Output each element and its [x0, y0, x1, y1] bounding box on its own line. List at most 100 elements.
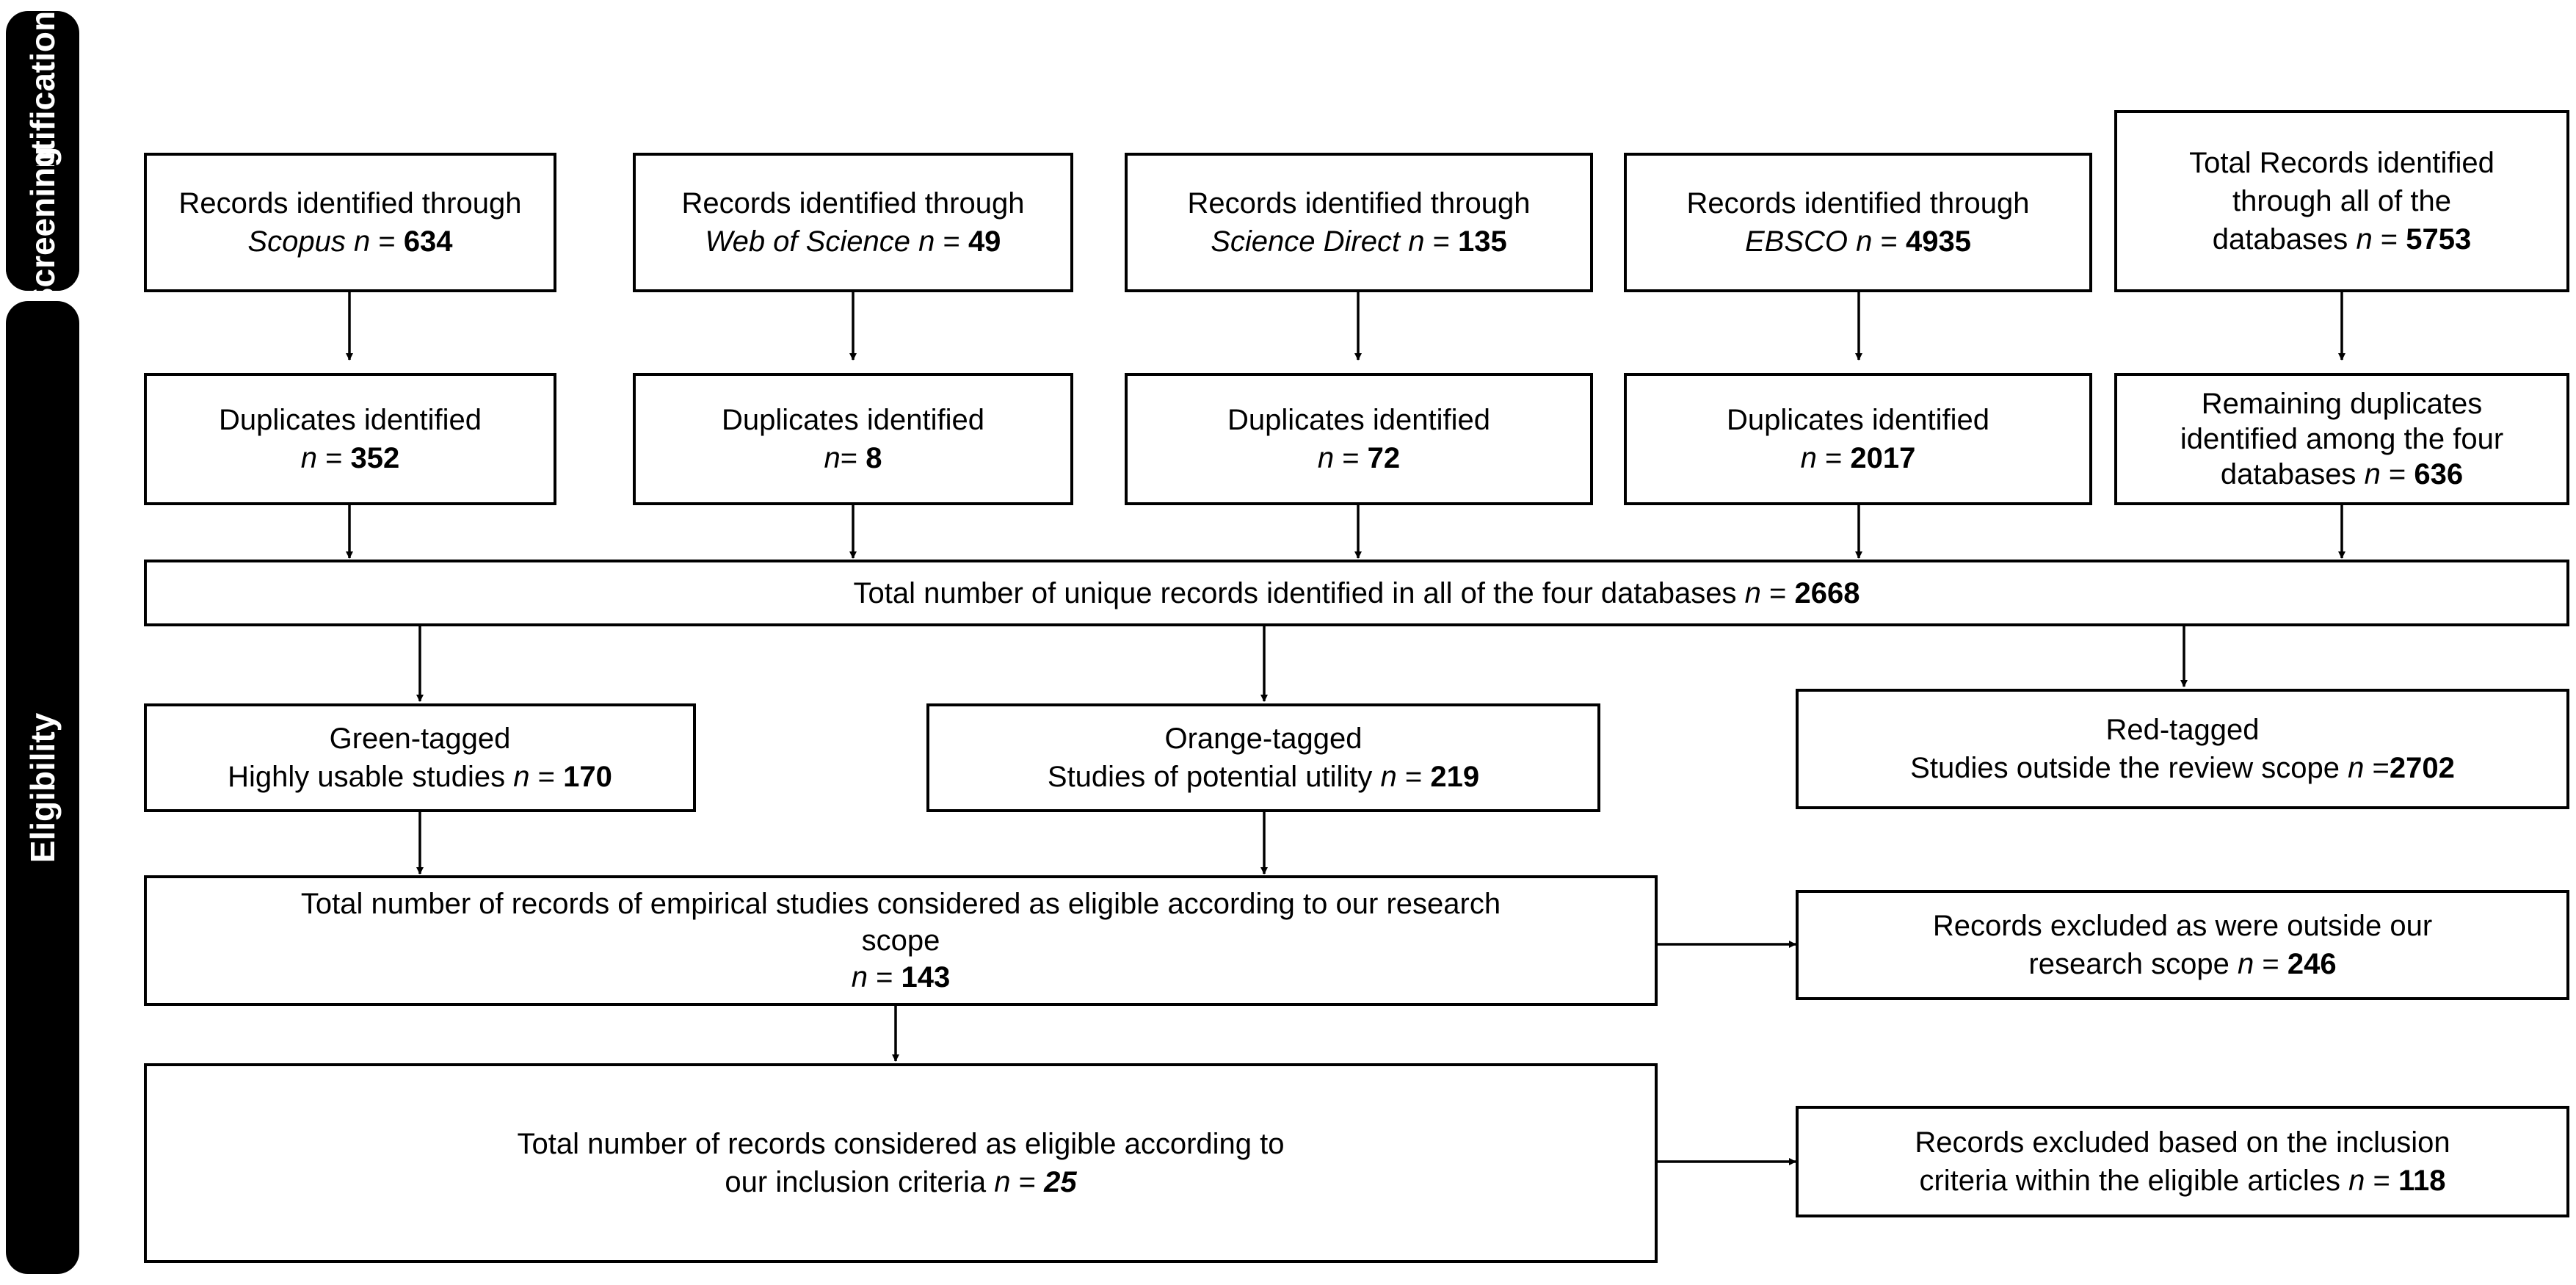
box-final-eligible: Total number of records considered as el… [144, 1063, 1658, 1263]
total-n: n [2356, 223, 2373, 256]
dup-wos-eq: = [840, 442, 866, 474]
excluded-criteria-line2: criteria within the eligible articles [1919, 1165, 2341, 1197]
red-value: 2702 [2389, 752, 2455, 784]
box-dup-scopus: Duplicates identified n = 352 [144, 373, 556, 505]
empirical-value: 143 [901, 961, 951, 993]
excluded-criteria-value: 118 [2398, 1165, 2446, 1197]
dup-scopus-text: Duplicates identified [219, 404, 482, 436]
dup-wos-value: 8 [866, 442, 882, 474]
sd-db: Science Direct [1211, 225, 1401, 258]
dup-remaining-eq: = [2380, 458, 2414, 491]
excluded-scope-line1: Records excluded as were outside our [1932, 910, 2433, 942]
unique-value: 2668 [1794, 576, 1860, 609]
dup-scopus-eq: = [316, 442, 351, 474]
excluded-criteria-line1: Records excluded based on the inclusion [1915, 1126, 2450, 1159]
green-line1: Green-tagged [329, 723, 511, 755]
ebsco-text: Records identified through [1686, 187, 2030, 220]
empirical-line2: scope [861, 924, 940, 957]
dup-scopus-value: 352 [350, 442, 400, 474]
empirical-line1: Total number of records of empirical stu… [300, 888, 1501, 920]
dup-wos-text: Duplicates identified [722, 404, 984, 436]
excluded-criteria-eq: = [2365, 1165, 2398, 1197]
sd-n: n [1408, 225, 1425, 258]
excluded-scope-eq: = [2254, 948, 2287, 980]
box-red-tagged: Red-tagged Studies outside the review sc… [1796, 689, 2569, 809]
stage-eligibility: Eligibility [6, 301, 79, 1274]
unique-eq: = [1760, 576, 1795, 609]
red-eq: = [2364, 752, 2390, 784]
ebsco-eq: = [1872, 225, 1906, 258]
final-n: n [994, 1166, 1011, 1198]
green-eq: = [529, 761, 564, 793]
dup-remaining-line3: databases [2220, 458, 2357, 491]
dup-scopus-n: n [300, 442, 317, 474]
orange-line1: Orange-tagged [1164, 723, 1363, 755]
ebsco-value: 4935 [1906, 225, 1971, 258]
empirical-n: n [851, 961, 868, 993]
red-line2: Studies outside the review scope [1910, 752, 2340, 784]
orange-n: n [1380, 761, 1397, 793]
dup-ebsco-value: 2017 [1850, 442, 1916, 474]
scopus-db: Scopus [247, 225, 346, 258]
stage-screening-block: Screening [6, 147, 79, 310]
box-dup-ebsco: Duplicates identified n = 2017 [1624, 373, 2092, 505]
box-unique-records: Total number of unique records identifie… [144, 560, 2569, 626]
dup-ebsco-n: n [1800, 442, 1817, 474]
final-line2: our inclusion criteria [725, 1166, 987, 1198]
unique-text: Total number of unique records identifie… [853, 576, 1745, 609]
unique-n: n [1744, 576, 1761, 609]
green-value: 170 [563, 761, 612, 793]
box-wos-records: Records identified through Web of Scienc… [633, 153, 1073, 292]
red-line1: Red-tagged [2105, 714, 2260, 746]
orange-line2: Studies of potential utility [1047, 761, 1373, 793]
scopus-n: n [353, 225, 371, 258]
ebsco-db: EBSCO [1745, 225, 1848, 258]
excluded-criteria-n: n [2348, 1165, 2365, 1197]
box-dup-remaining: Remaining duplicates identified among th… [2114, 373, 2569, 505]
wos-db: Web of Science [705, 225, 910, 258]
green-line2: Highly usable studies [228, 761, 506, 793]
box-ebsco-records: Records identified through EBSCO n = 493… [1624, 153, 2092, 292]
sd-value: 135 [1458, 225, 1507, 258]
orange-value: 219 [1430, 761, 1480, 793]
total-eq: = [2372, 223, 2406, 256]
wos-text: Records identified through [681, 187, 1025, 220]
ebsco-n: n [1856, 225, 1873, 258]
dup-sd-value: 72 [1367, 442, 1401, 474]
scopus-eq: = [370, 225, 404, 258]
box-scopus-records: Records identified through Scopus n = 63… [144, 153, 556, 292]
box-sciencedirect-records: Records identified through Science Direc… [1125, 153, 1593, 292]
total-line2: through all of the [2232, 185, 2451, 217]
excluded-scope-line2: research scope [2028, 948, 2229, 980]
final-value: 25 [1044, 1166, 1077, 1198]
box-excluded-criteria: Records excluded based on the inclusion … [1796, 1106, 2569, 1217]
red-n: n [2348, 752, 2365, 784]
total-value: 5753 [2406, 223, 2472, 256]
dup-remaining-n: n [2364, 458, 2381, 491]
dup-sd-eq: = [1334, 442, 1368, 474]
dup-sd-n: n [1317, 442, 1335, 474]
box-green-tagged: Green-tagged Highly usable studies n = 1… [144, 703, 696, 812]
dup-remaining-line1: Remaining duplicates [2201, 388, 2483, 420]
sd-eq: = [1424, 225, 1459, 258]
scopus-text: Records identified through [178, 187, 522, 220]
scopus-value: 634 [403, 225, 453, 258]
wos-eq: = [935, 225, 968, 258]
sd-text: Records identified through [1187, 187, 1531, 220]
total-line1: Total Records identified [2189, 147, 2495, 179]
dup-sd-text: Duplicates identified [1227, 404, 1490, 436]
box-orange-tagged: Orange-tagged Studies of potential utili… [926, 703, 1600, 812]
dup-ebsco-text: Duplicates identified [1727, 404, 1989, 436]
final-eq: = [1010, 1166, 1045, 1198]
wos-n: n [918, 225, 935, 258]
excluded-scope-n: n [2238, 948, 2254, 980]
box-dup-sciencedirect: Duplicates identified n = 72 [1125, 373, 1593, 505]
green-n: n [513, 761, 530, 793]
total-line3: databases [2212, 223, 2348, 256]
box-total-records: Total Records identified through all of … [2114, 110, 2569, 292]
excluded-scope-value: 246 [2287, 948, 2337, 980]
empirical-eq: = [867, 961, 901, 993]
wos-value: 49 [968, 225, 1001, 258]
dup-ebsco-eq: = [1816, 442, 1851, 474]
